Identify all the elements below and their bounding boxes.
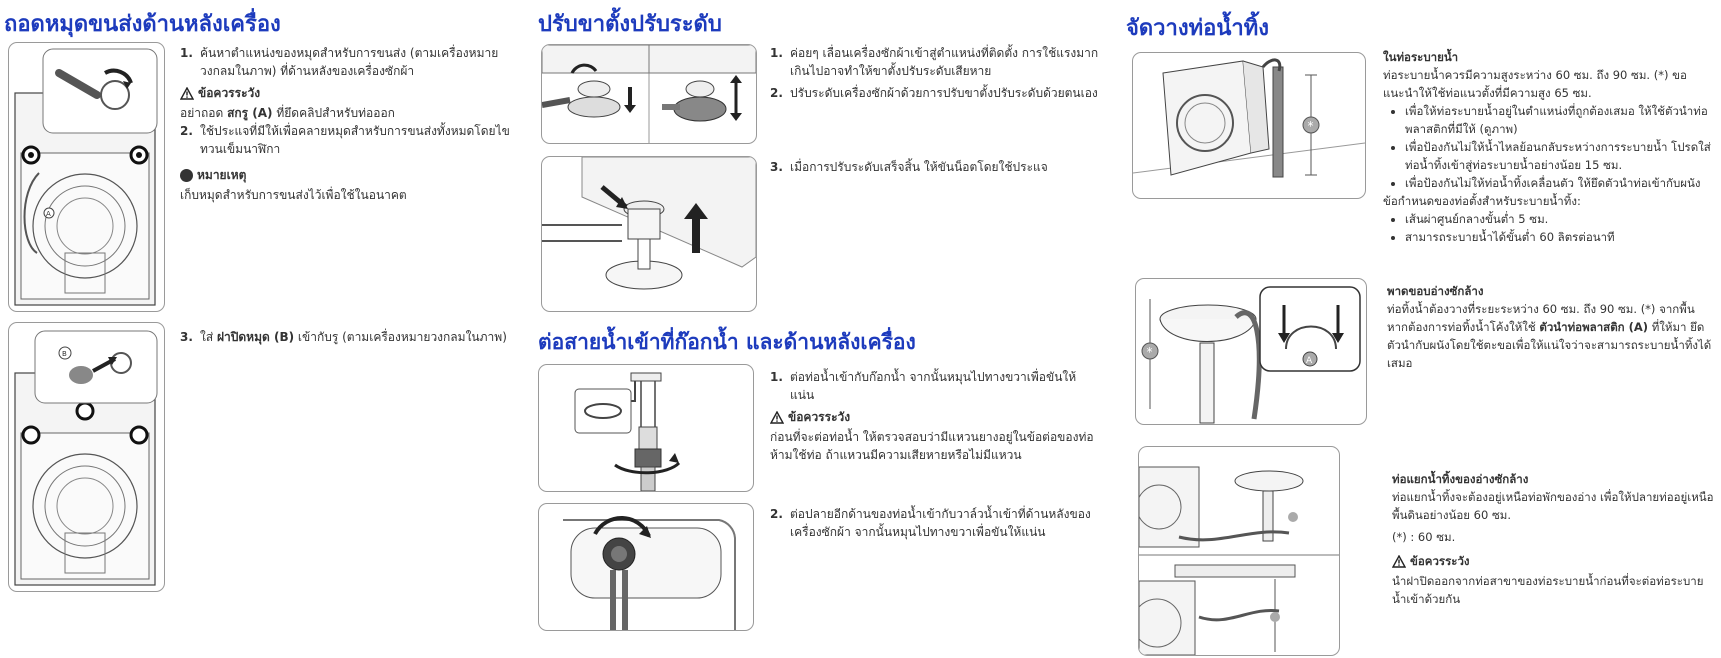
- figure-leveling-1: [541, 44, 757, 144]
- figure-label-a: A: [46, 210, 51, 218]
- standpipe-bullets: เพื่อให้ท่อระบายน้ำอยู่ในตำแหน่งที่ถูกต้…: [1383, 102, 1718, 192]
- section-shipping-bolts-steps: 1.ค้นหาตำแหน่งของหมุดสำหรับการขนส่ง (ตาม…: [180, 44, 510, 204]
- section-leveling-step3: 3.เมื่อการปรับระดับเสร็จสิ้น ให้ขันน็อตโ…: [770, 158, 1100, 176]
- standpipe-requirements-heading: ข้อกำหนดของท่อตั้งสำหรับระบายน้ำทิ้ง:: [1383, 194, 1581, 208]
- figure-star-label: *: [1308, 119, 1314, 133]
- caution-heading: ข้อควรระวัง: [770, 408, 1100, 426]
- valve-hose-illustration: [563, 516, 736, 630]
- step-1: 1.ต่อท่อน้ำเข้ากับก๊อกน้ำ จากนั้นหมุนไปท…: [770, 370, 1077, 402]
- figure-star-label-sink: *: [1147, 345, 1153, 359]
- section-shipping-bolts-step3: 3.ใส่ ฝาปิดหมุด (B) เข้ากับรู (ตามเครื่อ…: [180, 328, 520, 346]
- leveling-feet-illustration: [542, 45, 756, 143]
- caution-text: ก่อนที่จะต่อท่อน้ำ ให้ตรวจสอบว่ามีแหวนยา…: [770, 430, 1094, 462]
- step-3: 3.ใส่ ฝาปิดหมุด (B) เข้ากับรู (ตามเครื่อ…: [180, 330, 507, 344]
- figure-standpipe: *: [1132, 52, 1366, 199]
- note-text: เก็บหมุดสำหรับการขนส่งไว้เพื่อใช้ในอนาคต: [180, 188, 407, 202]
- sink-edge-text: ท่อทิ้งน้ำต้องวางที่ระยะระหว่าง 60 ซม. ถ…: [1387, 302, 1712, 370]
- washer-back-cap-illustration: B: [14, 330, 158, 586]
- section-title-water-supply: ต่อสายน้ำเข้าที่ก๊อกน้ำ และด้านหลังเครื่…: [538, 330, 916, 354]
- list-item: เส้นผ่าศูนย์กลางขั้นต่ำ 5 ซม.: [1405, 210, 1718, 228]
- shipping-bolt-marker-right: [129, 145, 149, 165]
- standpipe-requirements: เส้นผ่าศูนย์กลางขั้นต่ำ 5 ซม. สามารถระบา…: [1383, 210, 1718, 246]
- list-item: สามารถระบายน้ำได้ขั้นต่ำ 60 ลิตรต่อนาที: [1405, 228, 1718, 246]
- subheading-sink-edge: พาดขอบอ่างซักล้าง: [1387, 284, 1484, 298]
- list-item: เพื่อป้องกันไม่ให้น้ำไหลย้อนกลับระหว่างก…: [1405, 138, 1718, 174]
- subheading-branch-pipe: ท่อแยกน้ำทิ้งของอ่างซักล้าง: [1392, 472, 1529, 486]
- warning-icon: [770, 410, 784, 424]
- note-heading: หมายเหตุ: [180, 166, 510, 184]
- step-1: 1.ค่อยๆ เลื่อนเครื่องซักผ้าเข้าสู่ตำแหน่…: [770, 46, 1099, 78]
- list-item: เพื่อป้องกันไม่ให้ท่อน้ำทิ้งเคลื่อนตัว ใ…: [1405, 174, 1718, 192]
- figure-valve-connection: [538, 503, 754, 631]
- section-title-drain-hose: จัดวางท่อน้ำทิ้ง: [1126, 16, 1269, 41]
- lock-nut-illustration: [542, 157, 756, 290]
- figure-label-b: B: [62, 350, 67, 358]
- section-drain-standpipe-text: ในท่อระบายน้ำ ท่อระบายน้ำควรมีความสูงระห…: [1383, 48, 1718, 246]
- section-drain-branch-text: ท่อแยกน้ำทิ้งของอ่างซักล้าง ท่อแยกน้ำทิ้…: [1392, 470, 1717, 608]
- figure-shipping-bolts-back: A: [8, 42, 165, 312]
- section-title-shipping-bolts: ถอดหมุดขนส่งด้านหลังเครื่อง: [4, 12, 281, 37]
- section-leveling-steps: 1.ค่อยๆ เลื่อนเครื่องซักผ้าเข้าสู่ตำแหน่…: [770, 44, 1100, 102]
- caution-text: นำฝาปิดออกจากท่อสาขาของท่อระบายน้ำก่อนที…: [1392, 574, 1704, 606]
- warning-icon: [1392, 554, 1406, 568]
- list-item: เพื่อให้ท่อระบายน้ำอยู่ในตำแหน่งที่ถูกต้…: [1405, 102, 1718, 138]
- sink-edge-illustration: * A: [1141, 286, 1361, 424]
- warning-icon: [180, 86, 194, 100]
- caution-heading: ข้อควรระวัง: [180, 84, 510, 102]
- step-2: 2.ปรับระดับเครื่องซักผ้าด้วยการปรับขาตั้…: [770, 86, 1098, 100]
- step-2: 2.ใช้ประแจที่มีให้เพื่อคลายหมุดสำหรับการ…: [180, 124, 510, 156]
- section-title-leveling-feet: ปรับขาตั้งปรับระดับ: [538, 12, 722, 37]
- standpipe-illustration: *: [1133, 58, 1365, 178]
- figure-leveling-2: [541, 156, 757, 312]
- star-definition: (*) : 60 ซม.: [1392, 530, 1456, 544]
- step-3: 3.เมื่อการปรับระดับเสร็จสิ้น ให้ขันน็อตโ…: [770, 160, 1048, 174]
- branch-pipe-text: ท่อแยกน้ำทิ้งจะต้องอยู่เหนือท่อพักของอ่า…: [1392, 490, 1714, 522]
- figure-label-a-sink: A: [1306, 356, 1313, 366]
- step-1: 1.ค้นหาตำแหน่งของหมุดสำหรับการขนส่ง (ตาม…: [180, 46, 499, 78]
- caution-text: อย่าถอด สกรู (A) ที่ยึดคลิปสำหรับท่อออก: [180, 106, 395, 120]
- section-drain-sink-text: พาดขอบอ่างซักล้าง ท่อทิ้งน้ำต้องวางที่ระ…: [1387, 282, 1717, 372]
- section-water-supply-step2: 2.ต่อปลายอีกด้านของท่อน้ำเข้ากับวาล์วน้ำ…: [770, 505, 1100, 541]
- tap-hose-illustration: [574, 372, 681, 491]
- figure-tap-connection: [538, 364, 754, 492]
- step-2: 2.ต่อปลายอีกด้านของท่อน้ำเข้ากับวาล์วน้ำ…: [770, 507, 1091, 539]
- washer-back-illustration: A: [14, 48, 158, 306]
- figure-sink-edge: * A: [1135, 278, 1367, 425]
- subheading-standpipe: ในท่อระบายน้ำ: [1383, 50, 1459, 64]
- figure-hole-cap: B: [8, 322, 165, 592]
- figure-branch-pipe: [1138, 446, 1340, 656]
- shipping-bolt-marker-left: [21, 145, 41, 165]
- caution-heading: ข้อควรระวัง: [1392, 552, 1717, 570]
- branch-pipe-illustration: [1139, 466, 1339, 655]
- standpipe-intro: ท่อระบายน้ำควรมีความสูงระหว่าง 60 ซม. ถึ…: [1383, 68, 1687, 100]
- note-icon: [180, 168, 193, 182]
- section-water-supply-steps: 1.ต่อท่อน้ำเข้ากับก๊อกน้ำ จากนั้นหมุนไปท…: [770, 368, 1100, 464]
